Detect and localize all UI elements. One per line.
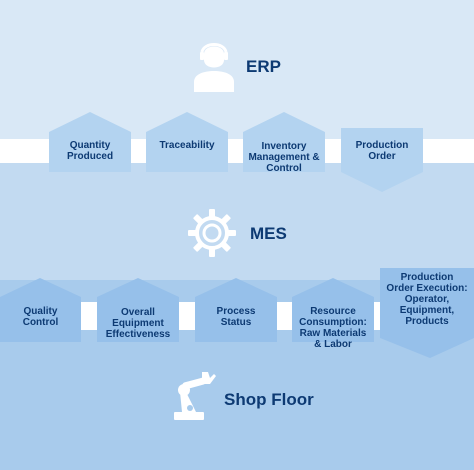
arrow-production-order — [341, 128, 423, 192]
user-icon — [194, 43, 234, 92]
robot-arm-icon — [174, 372, 216, 420]
arrow-resource-consumption — [292, 278, 374, 342]
erp-title: ERP — [246, 57, 281, 76]
arrow-oee — [97, 278, 179, 342]
shop-floor-title: Shop Floor — [224, 390, 314, 409]
gear-icon — [188, 209, 236, 257]
mes-title: MES — [250, 224, 287, 243]
arrow-process-status — [195, 278, 277, 342]
label-text: Traceability — [159, 139, 215, 151]
arrow-quality-control — [0, 278, 81, 342]
arrow-quantity-produced — [49, 112, 131, 172]
arrow-traceability — [146, 112, 228, 172]
label-traceability: Traceability — [146, 134, 228, 156]
arrow-execution — [380, 268, 474, 358]
arrow-inventory — [243, 112, 325, 172]
